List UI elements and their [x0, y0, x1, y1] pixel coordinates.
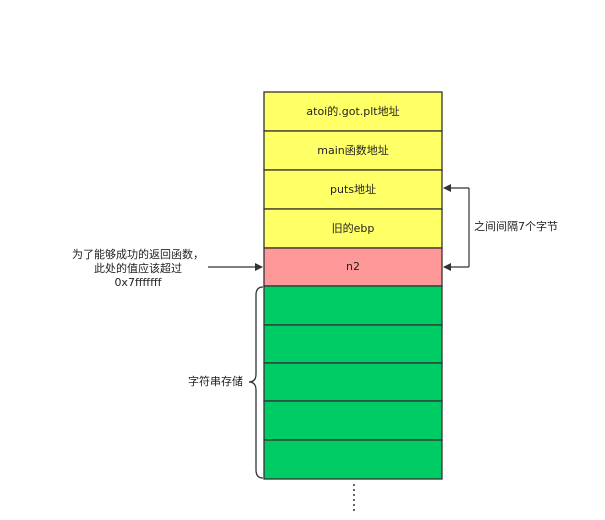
stack-cell-buffer-3 — [263, 362, 443, 402]
stack-cell-old-ebp-label: 旧的ebp — [332, 221, 375, 235]
buffer-label: 字符串存储 — [188, 374, 243, 388]
stack-cell-n2-label: n2 — [346, 260, 360, 273]
stack-cell-main-addr-label: main函数地址 — [317, 143, 388, 157]
stack-cell-got-plt-label: atoi的.got.plt地址 — [306, 104, 399, 118]
stack-cell-buffer-5 — [263, 439, 443, 480]
buffer-brace-path — [248, 286, 264, 479]
stack-cell-puts-addr: puts地址 — [263, 169, 443, 210]
n2-note-line1: 为了能够成功的返回函数， — [72, 247, 204, 261]
n2-note-line3: 0x7fffffff — [114, 276, 162, 289]
n2-note-line2: 此处的值应该超过 — [94, 261, 182, 275]
gap-label: 之间间隔7个字节 — [474, 219, 558, 233]
stack-cell-n2: n2 — [263, 247, 443, 287]
buffer-brace: 字符串存储 — [188, 286, 264, 479]
gap-bracket: 之间间隔7个字节 — [443, 184, 558, 271]
n2-note: 为了能够成功的返回函数， 此处的值应该超过 0x7fffffff — [72, 247, 263, 289]
stack-cell-old-ebp: 旧的ebp — [263, 208, 443, 249]
stack-cells: atoi的.got.plt地址 main函数地址 puts地址 旧的ebp n2 — [263, 91, 443, 480]
stack-cell-buffer-4 — [263, 400, 443, 441]
stack-cell-got-plt: atoi的.got.plt地址 — [263, 91, 443, 132]
stack-cell-buffer-2 — [263, 324, 443, 364]
stack-cell-puts-addr-label: puts地址 — [330, 182, 376, 196]
stack-cell-buffer-1 — [263, 285, 443, 326]
stack-cell-main-addr: main函数地址 — [263, 130, 443, 171]
